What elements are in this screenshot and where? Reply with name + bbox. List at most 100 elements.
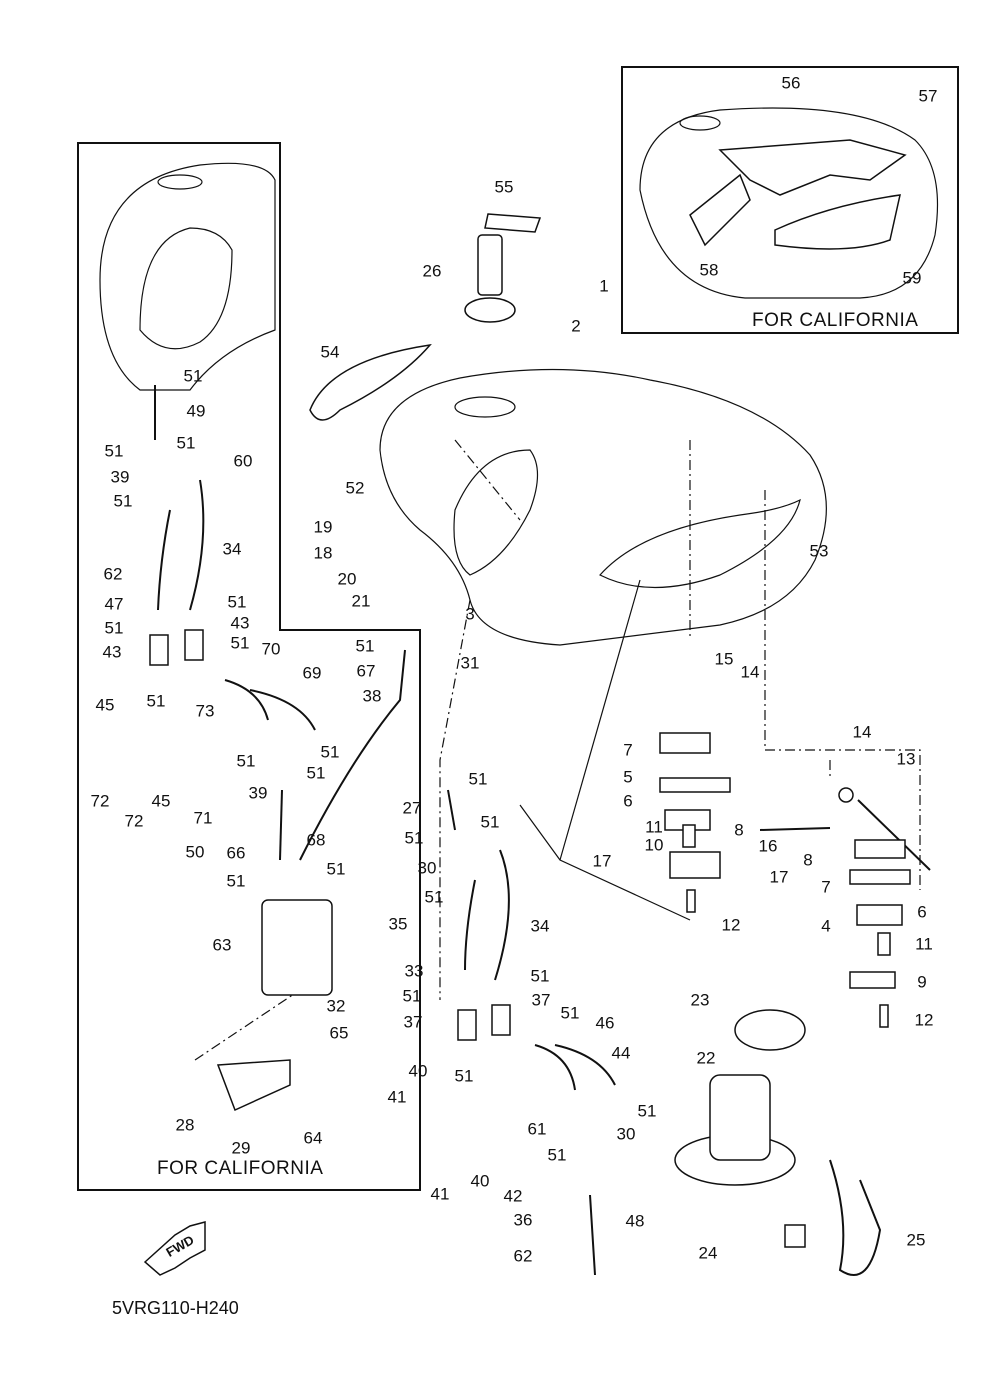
callout-8b: 8 [803, 850, 813, 870]
callout-43b: 43 [230, 613, 250, 633]
callout-51-19: 51 [530, 966, 550, 986]
callout-51-17: 51 [480, 812, 500, 832]
callout-1: 1 [599, 276, 609, 296]
part-14-washer [838, 787, 854, 803]
callout-21: 21 [351, 591, 371, 611]
callout-69: 69 [302, 663, 322, 683]
callout-49: 49 [186, 401, 206, 421]
callout-14b: 14 [852, 722, 872, 742]
part-23-ring [734, 1009, 806, 1051]
part-27-hose [447, 789, 456, 831]
part-47-hose [157, 509, 171, 611]
callout-16: 16 [758, 836, 778, 856]
callout-51-24: 51 [547, 1145, 567, 1165]
right-tank-outline [639, 107, 939, 299]
california-frame-right [621, 66, 959, 334]
callout-51-12: 51 [306, 763, 326, 783]
callout-34a: 34 [222, 539, 242, 559]
callout-2: 2 [571, 316, 581, 336]
callout-73: 73 [195, 701, 215, 721]
callout-33: 33 [404, 961, 424, 981]
callout-61: 61 [527, 1119, 547, 1139]
callout-51-23: 51 [637, 1101, 657, 1121]
callout-3: 3 [465, 604, 475, 624]
callout-51-07: 51 [230, 633, 250, 653]
part-11b-collar [877, 932, 891, 956]
callout-6b: 6 [917, 902, 927, 922]
callout-51-10: 51 [236, 751, 256, 771]
callout-39a: 39 [110, 467, 130, 487]
callout-20: 20 [337, 569, 357, 589]
callout-13: 13 [896, 749, 916, 769]
part-28-bracket [216, 1059, 291, 1112]
callout-8a: 8 [734, 820, 744, 840]
dash-line-c [764, 490, 921, 890]
callout-10: 10 [644, 835, 664, 855]
callout-60: 60 [233, 451, 253, 471]
part-59-shape [774, 194, 901, 250]
callout-53: 53 [809, 541, 829, 561]
callout-51-11: 51 [320, 742, 340, 762]
callout-59: 59 [902, 268, 922, 288]
part-67-hose [299, 649, 406, 861]
callout-30b: 30 [616, 1124, 636, 1144]
callout-72a: 72 [90, 791, 110, 811]
callout-51-20: 51 [402, 986, 422, 1006]
callout-51-21: 51 [560, 1003, 580, 1023]
part-46-hose [534, 1044, 576, 1091]
part-12b-bolt [879, 1004, 889, 1028]
part-56-shape [718, 139, 907, 196]
callout-36: 36 [513, 1210, 533, 1230]
callout-4: 4 [821, 916, 831, 936]
callout-51-01: 51 [183, 366, 203, 386]
callout-51-08: 51 [146, 691, 166, 711]
callout-51-09: 51 [355, 636, 375, 656]
callout-51-14: 51 [326, 859, 346, 879]
callout-54: 54 [320, 342, 340, 362]
callout-51-16: 51 [404, 828, 424, 848]
callout-18: 18 [313, 543, 333, 563]
callout-43a: 43 [102, 642, 122, 662]
part-12-bolt [686, 889, 696, 913]
part-63-canister [261, 899, 333, 996]
callout-45b: 45 [151, 791, 171, 811]
callout-48: 48 [625, 1211, 645, 1231]
callout-27: 27 [402, 798, 422, 818]
callout-52: 52 [345, 478, 365, 498]
part-54-shape [309, 343, 432, 421]
callout-65: 65 [329, 1023, 349, 1043]
callout-57: 57 [918, 86, 938, 106]
part-55-shape [484, 213, 542, 233]
callout-17b: 17 [769, 867, 789, 887]
callout-58: 58 [699, 260, 719, 280]
callout-51-06: 51 [104, 618, 124, 638]
callout-12b: 12 [914, 1010, 934, 1030]
callout-34b: 34 [530, 916, 550, 936]
callout-40b: 40 [470, 1171, 490, 1191]
right-tank-cap [679, 115, 721, 131]
main-tank-filler [454, 396, 516, 418]
part-33-hose [464, 879, 476, 971]
callout-5: 5 [623, 767, 633, 787]
part-26-cap [464, 297, 516, 323]
part-69-hose [249, 689, 316, 731]
callout-19: 19 [313, 517, 333, 537]
callout-24: 24 [698, 1243, 718, 1263]
callout-35: 35 [388, 914, 408, 934]
callout-70: 70 [261, 639, 281, 659]
part-58-shape [689, 173, 751, 247]
part-4-bracket [849, 869, 911, 885]
tank-badge-53 [599, 498, 801, 589]
part-34a-hose [189, 479, 205, 611]
callout-32: 32 [326, 996, 346, 1016]
callout-51-22: 51 [454, 1066, 474, 1086]
callout-64: 64 [303, 1128, 323, 1148]
callout-11b: 11 [915, 934, 933, 954]
callout-46: 46 [595, 1013, 615, 1033]
callout-51-13: 51 [226, 871, 246, 891]
callout-41a: 41 [387, 1087, 407, 1107]
callout-67: 67 [356, 661, 376, 681]
part-11-collar [682, 824, 696, 848]
